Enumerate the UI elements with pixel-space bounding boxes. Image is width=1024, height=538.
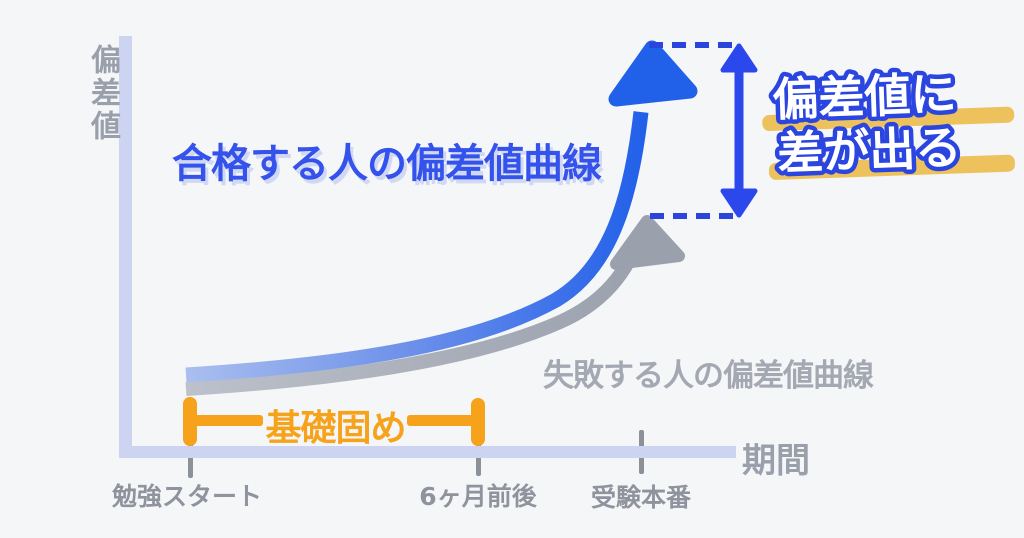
x-axis-label: 期間 — [742, 441, 810, 481]
gap-double-arrow — [720, 43, 758, 218]
foundation-bracket — [183, 397, 485, 446]
bracket-left-cap — [183, 397, 197, 446]
fail-curve — [185, 243, 643, 396]
highlight-marker-bottom — [768, 154, 1015, 180]
highlight-marker-top — [762, 106, 1015, 132]
fail-curve-label: 失敗する人の偏差値曲線 — [543, 358, 874, 394]
gap-callout-line2: 差が出る — [776, 120, 962, 180]
fail-curve-arrowhead — [610, 215, 685, 270]
gap-callout-line1: 偏差値に — [772, 66, 958, 126]
x-tick-label-study-start: 勉強スタート — [111, 482, 262, 511]
bracket-right-cap — [471, 398, 485, 446]
gap-callout: 偏差値に 差が出る — [762, 62, 1015, 185]
x-axis-line — [119, 446, 736, 458]
y-axis-label: 偏差値 — [85, 44, 120, 143]
foundation-bracket-label: 基礎固め — [265, 408, 406, 449]
gap-arrow-down-icon — [720, 188, 758, 218]
bracket-left-bar — [192, 415, 263, 426]
x-tick-label-exam-day: 受験本番 — [590, 483, 691, 512]
gap-arrow-up-icon — [720, 43, 758, 73]
pass-curve-label: 合格する人の偏差値曲線 — [172, 141, 602, 187]
pass-curve-arrowhead — [608, 40, 698, 107]
x-tick-label-6-months: 6ヶ月前後 — [419, 482, 537, 511]
y-axis-line — [119, 36, 132, 458]
pass-curve — [185, 111, 649, 383]
bracket-right-bar — [407, 415, 476, 426]
